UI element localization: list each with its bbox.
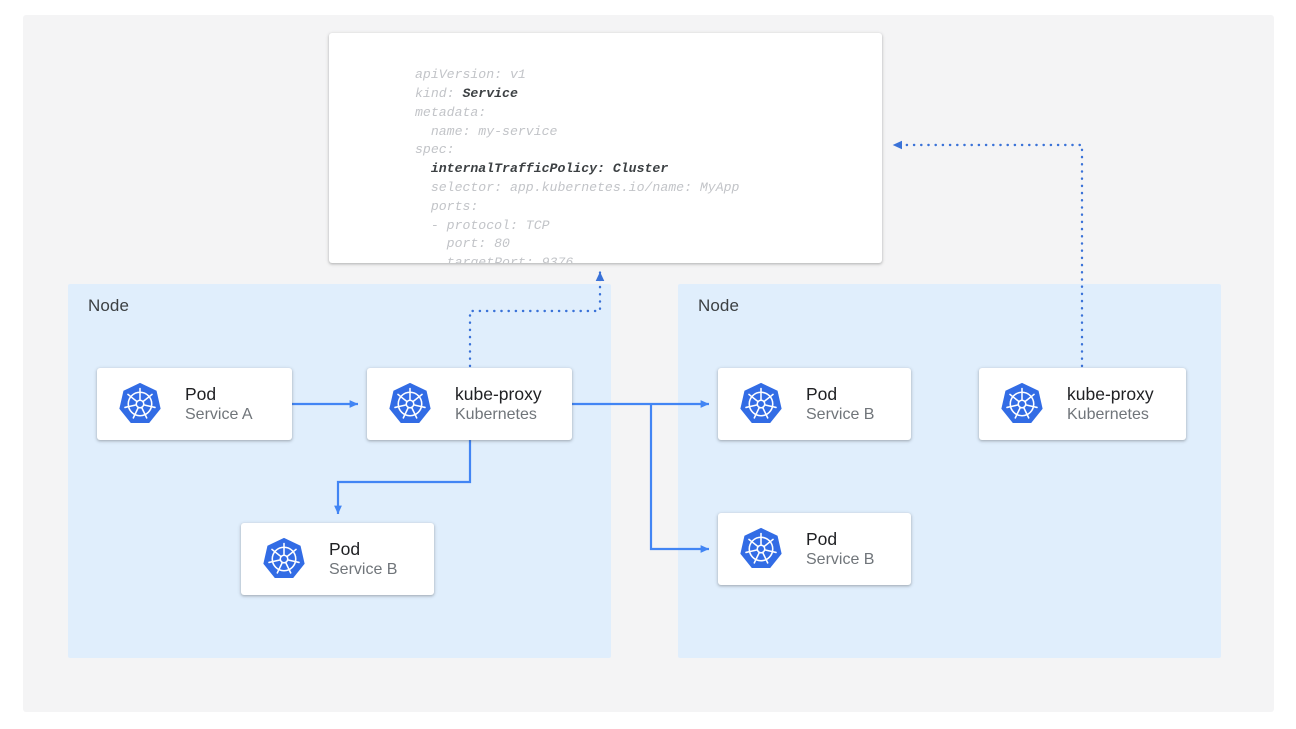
card-pod-service-b-right-node-bottom[interactable]: Pod Service B bbox=[718, 513, 911, 585]
node-group-left: Node bbox=[68, 284, 611, 658]
service-manifest-panel: apiVersion: v1 kind: Service metadata: nam… bbox=[329, 33, 882, 263]
manifest-line: apiVersion: v1 bbox=[415, 67, 526, 83]
kubernetes-logo-icon bbox=[261, 536, 307, 582]
manifest-line: metadata: bbox=[415, 104, 487, 120]
card-title: Pod bbox=[329, 538, 361, 559]
card-title: kube-proxy bbox=[455, 383, 542, 404]
kubernetes-logo-icon bbox=[738, 381, 784, 427]
card-subtitle: Service B bbox=[806, 405, 875, 423]
card-pod-service-a[interactable]: Pod Service A bbox=[97, 368, 292, 440]
kubernetes-logo-icon bbox=[999, 381, 1045, 427]
kubernetes-logo-icon bbox=[389, 382, 431, 424]
kubernetes-logo-icon bbox=[117, 381, 163, 427]
card-kube-proxy-left[interactable]: kube-proxy Kubernetes bbox=[367, 368, 572, 440]
card-subtitle: Service B bbox=[806, 550, 875, 568]
card-subtitle: Service A bbox=[185, 405, 253, 423]
card-subtitle: Kubernetes bbox=[1067, 405, 1149, 423]
kubernetes-logo-icon bbox=[740, 527, 782, 569]
manifest-line: port: 80 bbox=[415, 236, 510, 252]
card-title: Pod bbox=[185, 383, 217, 404]
card-subtitle: Kubernetes bbox=[455, 405, 537, 423]
node-label-right: Node bbox=[698, 296, 740, 315]
kubernetes-logo-icon bbox=[1001, 382, 1043, 424]
manifest-line: internalTrafficPolicy: Cluster bbox=[415, 161, 669, 177]
service-manifest-code: apiVersion: v1 kind: Service metadata: nam… bbox=[415, 66, 739, 263]
manifest-line: name: my-service bbox=[415, 123, 558, 139]
card-pod-service-b-right-node-top[interactable]: Pod Service B bbox=[718, 368, 911, 440]
kubernetes-logo-icon bbox=[387, 381, 433, 427]
node-group-right: Node bbox=[678, 284, 1221, 658]
card-kube-proxy-right[interactable]: kube-proxy Kubernetes bbox=[979, 368, 1186, 440]
kubernetes-logo-icon bbox=[740, 382, 782, 424]
card-pod-service-b-left-node[interactable]: Pod Service B bbox=[241, 523, 434, 595]
kubernetes-logo-icon bbox=[119, 382, 161, 424]
manifest-line: targetPort: 9376 bbox=[415, 255, 574, 263]
card-title: Pod bbox=[806, 528, 838, 549]
manifest-line: ports: bbox=[415, 198, 479, 214]
node-label-left: Node bbox=[88, 296, 130, 315]
kubernetes-logo-icon bbox=[263, 537, 305, 579]
kubernetes-logo-icon bbox=[738, 526, 784, 572]
manifest-line: kind: Service bbox=[415, 85, 518, 101]
card-title: kube-proxy bbox=[1067, 383, 1154, 404]
manifest-line: selector: app.kubernetes.io/name: MyApp bbox=[415, 179, 740, 195]
manifest-line: spec: bbox=[415, 142, 455, 158]
card-title: Pod bbox=[806, 383, 838, 404]
card-subtitle: Service B bbox=[329, 560, 398, 578]
manifest-line: - protocol: TCP bbox=[415, 217, 550, 233]
